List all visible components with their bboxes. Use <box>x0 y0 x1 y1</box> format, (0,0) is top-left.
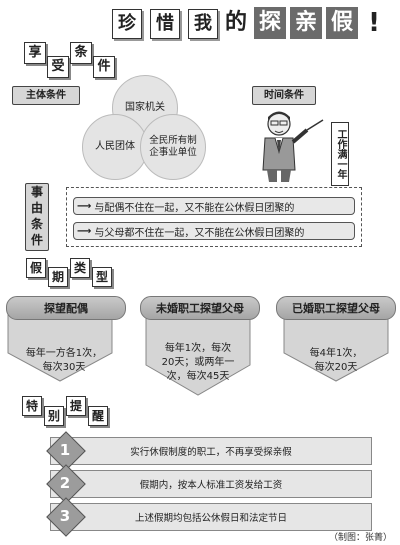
title-char: 假 <box>326 7 358 39</box>
reminder-item: 假期内，按本人标准工资发给工资 <box>50 470 372 498</box>
type-name: 未婚职工探望父母 <box>156 302 244 315</box>
title-banner: 珍 惜 我 的 探 亲 假 ! <box>112 5 392 45</box>
type-pill-married: 已婚职工探望父母 <box>276 296 396 320</box>
reminder-char: 特 <box>22 396 42 416</box>
type-desc: 每年一方各1次， 每次30天 <box>25 348 103 373</box>
type-name: 已婚职工探望父母 <box>292 302 380 315</box>
reason-char: 事 <box>30 185 43 199</box>
arrow-icon: ⟶ <box>77 200 92 212</box>
reminder-number: 3 <box>59 507 71 525</box>
type-down-shape <box>7 305 113 382</box>
type-pill-spouse: 探望配偶 <box>6 296 126 320</box>
reminder-char: 醒 <box>88 406 108 426</box>
title-char: ! <box>368 8 380 38</box>
circle-enterprises: 全民所有制 企事业单位 <box>140 114 206 180</box>
reminder-text: 假期内，按本人标准工资发给工资 <box>139 480 283 491</box>
reason-item-text: 与配偶不住在一起，又不能在公休假日团聚的 <box>94 202 295 214</box>
reminder-number: 1 <box>59 441 71 459</box>
enjoy-char: 件 <box>93 56 115 78</box>
types-char: 假 <box>26 258 46 278</box>
title-char: 珍 <box>112 9 142 39</box>
reminder-number: 2 <box>59 474 71 492</box>
title-char: 探 <box>254 7 286 39</box>
types-char: 型 <box>92 267 112 287</box>
circle-people-groups: 人民团体 <box>82 114 148 180</box>
types-char: 期 <box>48 267 68 287</box>
circle-label: 国家机关 <box>125 102 165 113</box>
title-char: 亲 <box>290 7 322 39</box>
enjoy-char: 条 <box>70 42 92 64</box>
reminder-char: 提 <box>66 396 86 416</box>
reason-dashed-box <box>66 187 362 247</box>
type-down-shape <box>145 305 251 396</box>
type-desc: 每年1次，每次 20天；或两年一 次，每次45天 <box>161 343 235 382</box>
reason-item: ⟶与配偶不住在一起，又不能在公休假日团聚的 <box>73 197 355 215</box>
circle-label: 人民团体 <box>95 141 135 152</box>
reason-item-text: 与父母都不住在一起，又不能在公休假日团聚的 <box>94 227 305 239</box>
type-pill-unmarried: 未婚职工探望父母 <box>140 296 260 320</box>
title-char: 惜 <box>150 9 180 39</box>
enjoy-char: 享 <box>24 42 46 64</box>
subject-label: 主体条件 <box>12 86 80 105</box>
enjoy-char: 受 <box>47 56 69 78</box>
title-char: 我 <box>188 9 218 39</box>
circle-label: 全民所有制 企事业单位 <box>149 135 197 158</box>
reminder-item: 上述假期均包括公休假日和法定节日 <box>50 503 372 531</box>
type-down-shape <box>283 305 389 382</box>
reason-char: 由 <box>30 201 43 215</box>
reminder-item: 实行休假制度的职工，不再享受探亲假 <box>50 437 372 465</box>
reason-label: 事 由 条 件 <box>25 183 49 251</box>
type-name: 探望配偶 <box>44 302 88 315</box>
title-char: 的 <box>224 10 247 35</box>
reason-char: 条 <box>30 217 43 231</box>
reminder-char: 别 <box>44 406 64 426</box>
teacher-figure <box>262 111 324 182</box>
reminder-text: 上述假期均包括公休假日和法定节日 <box>134 513 287 524</box>
reminder-text: 实行休假制度的职工，不再享受探亲假 <box>130 447 292 458</box>
reason-item: ⟶与父母都不住在一起，又不能在公休假日团聚的 <box>73 222 355 240</box>
arrow-icon: ⟶ <box>77 225 92 237</box>
types-char: 类 <box>70 258 90 278</box>
type-desc: 每4年1次， 每次20天 <box>309 348 363 373</box>
reason-char: 件 <box>30 233 43 247</box>
credit: （制图：张菁） <box>328 533 392 543</box>
time-label: 时间条件 <box>252 86 316 105</box>
time-value: 工作满一年 <box>331 122 349 186</box>
